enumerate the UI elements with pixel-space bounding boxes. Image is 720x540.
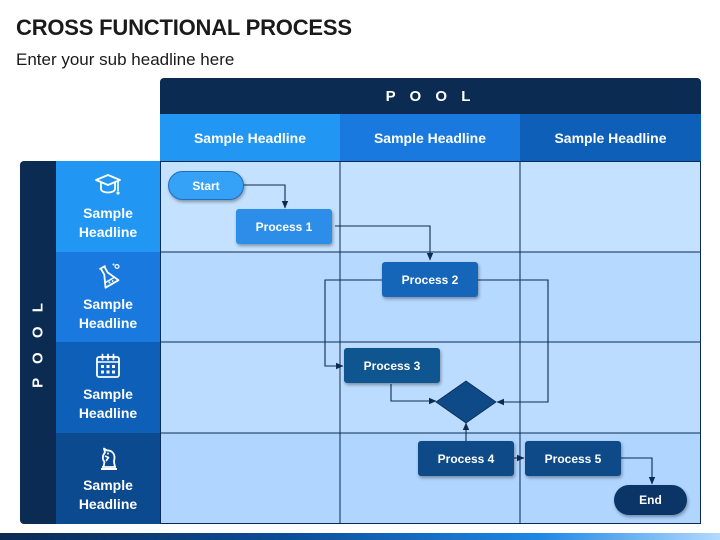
column-header-1: Sample Headline: [160, 114, 340, 161]
start-node-label: Start: [192, 178, 220, 193]
connector-process1-to-process2: [335, 225, 434, 261]
row-header-2-label: Sample Headline: [78, 296, 138, 331]
process-3-node: Process 3: [344, 348, 440, 383]
end-node-label: End: [639, 493, 662, 507]
row-header-2: Sample Headline: [56, 252, 160, 342]
row-header-1: Sample Headline: [56, 161, 160, 252]
connector-process2-to-decision: [478, 279, 549, 406]
process-5-node: Process 5: [525, 441, 621, 476]
graduation-cap-icon: [95, 174, 121, 195]
column-header-2: Sample Headline: [340, 114, 520, 161]
row-header-3: Sample Headline: [56, 342, 160, 433]
connector-process5-to-end: [621, 457, 656, 485]
decision-diamond: [435, 380, 497, 424]
process-1-label: Process 1: [255, 219, 313, 234]
process-4-node: Process 4: [418, 441, 514, 476]
page-title: CROSS FUNCTIONAL PROCESS: [16, 15, 352, 40]
process-5-label: Process 5: [544, 451, 602, 466]
row-header-1-label: Sample Headline: [78, 205, 138, 240]
pool-header-top: P O O L: [160, 78, 701, 114]
connector-start-to-process1: [241, 184, 289, 209]
grid-lines: [160, 161, 701, 524]
row-header-3-label: Sample Headline: [78, 386, 138, 421]
row-header-4: Sample Headline: [56, 433, 160, 524]
process-1-node: Process 1: [236, 209, 332, 244]
bottom-accent-bar: [0, 533, 720, 540]
process-2-label: Process 2: [401, 272, 459, 287]
end-node: End: [614, 485, 687, 515]
pool-header-left: P O O L: [20, 161, 56, 524]
process-3-label: Process 3: [363, 358, 421, 373]
process-2-node: Process 2: [382, 262, 478, 297]
column-header-3-label: Sample Headline: [554, 129, 667, 146]
process-4-label: Process 4: [437, 451, 495, 466]
flask-icon: [99, 263, 120, 289]
connector-process3-to-decision: [390, 384, 437, 405]
column-header-3: Sample Headline: [520, 114, 701, 161]
row-header-4-label: Sample Headline: [78, 477, 138, 512]
page-subtitle: Enter your sub headline here: [16, 50, 235, 69]
flow-connectors: [241, 184, 656, 485]
column-header-2-label: Sample Headline: [373, 129, 487, 146]
calendar-icon: [96, 353, 120, 378]
column-header-1-label: Sample Headline: [193, 129, 307, 146]
pool-left-label: P O O L: [29, 297, 47, 388]
start-node: Start: [168, 171, 244, 200]
connector-process2-to-process3: [324, 279, 382, 370]
pool-top-label: P O O L: [385, 87, 476, 105]
chess-knight-icon: [101, 447, 117, 470]
